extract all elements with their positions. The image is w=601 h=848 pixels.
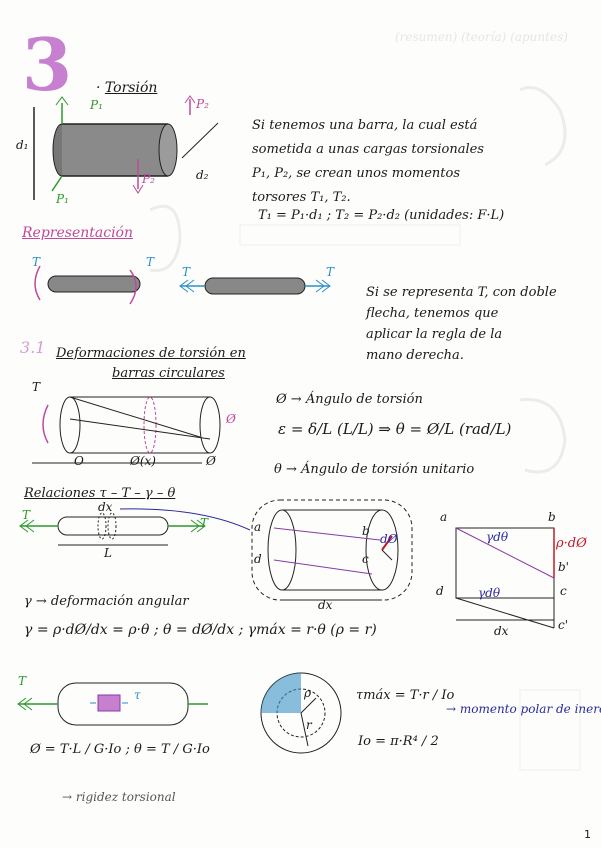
sh-label-c-prime: c' bbox=[558, 618, 569, 632]
torsion-bar-diagram bbox=[33, 95, 219, 200]
sh-label-c: c bbox=[560, 584, 567, 598]
deformation-cylinder bbox=[32, 396, 221, 464]
final-label-tau: τ bbox=[134, 688, 141, 702]
rel-label-l: L bbox=[104, 546, 112, 560]
sh-label-gamma-top: γdθ bbox=[486, 530, 509, 544]
def-label-phi-x: Ø(x) bbox=[130, 454, 156, 468]
sh-label-a: a bbox=[440, 510, 448, 524]
final-label-t: T bbox=[18, 674, 27, 688]
final-label-r: r bbox=[306, 718, 312, 732]
sh-label-dx: dx bbox=[494, 624, 509, 638]
def-label-phi-end: Ø bbox=[226, 412, 236, 426]
gamma-definition: γ → deformación angular bbox=[24, 594, 189, 609]
theta-definition: θ → Ángulo de torsión unitario bbox=[274, 462, 475, 477]
rigidez-note: → rigidez torsional bbox=[62, 790, 176, 804]
representacion-text: Si se representa T, con doble flecha, te… bbox=[366, 285, 557, 363]
relaciones-bar bbox=[19, 508, 251, 546]
faded-header: (resumen) (teoría) (apuntes) bbox=[395, 30, 568, 44]
el-label-d: d bbox=[254, 552, 262, 566]
shear-stress-bar bbox=[17, 682, 208, 726]
tau-max-formula: τmáx = T·r / Io bbox=[356, 688, 455, 703]
epsilon-formula: ε = δ/L (L/L) ⇒ θ = Ø/L (rad/L) bbox=[278, 420, 512, 438]
label-d1: d₁ bbox=[16, 138, 29, 152]
sh-label-b-prime: b' bbox=[558, 560, 569, 574]
def-label-t: T bbox=[32, 380, 41, 394]
momento-note: → momento polar de inercia bbox=[446, 702, 601, 716]
phi-formula: Ø = T·L / G·Io ; θ = T / G·Io bbox=[30, 742, 210, 757]
rep-label-t-dbl-left: T bbox=[182, 265, 191, 279]
io-formula: Io = π·R⁴ / 2 bbox=[358, 734, 439, 749]
label-p1-top: P₁ bbox=[90, 98, 103, 112]
representacion-heading: Representación bbox=[22, 225, 133, 241]
section-title: · Torsión bbox=[96, 80, 158, 96]
el-label-b: b bbox=[362, 524, 370, 538]
rel-label-t-right: T bbox=[200, 516, 209, 530]
representacion-diagram bbox=[34, 265, 331, 305]
el-label-dx: dx bbox=[318, 598, 333, 612]
deformaciones-heading: Deformaciones de torsión en barras circu… bbox=[56, 346, 246, 381]
cross-section bbox=[260, 672, 342, 754]
shear-element bbox=[455, 527, 555, 629]
label-p1-bottom: P₁ bbox=[56, 192, 69, 206]
def-label-o: O bbox=[74, 454, 84, 468]
rel-label-dx-small: dx bbox=[98, 500, 113, 514]
subsection-number: 3.1 bbox=[20, 338, 46, 357]
torque-formula: T₁ = P₁·d₁ ; T₂ = P₂·d₂ (unidades: F·L) bbox=[258, 208, 505, 223]
gamma-formula: γ = ρ·dØ/dx = ρ·θ ; θ = dØ/dx ; γmáx = r… bbox=[24, 622, 377, 638]
intro-text: Si tenemos una barra, la cual está somet… bbox=[252, 118, 484, 205]
rel-label-t-left: T bbox=[22, 508, 31, 522]
rep-label-t-left: T bbox=[32, 255, 41, 269]
final-label-rho: ρ bbox=[304, 686, 312, 700]
rep-label-t-right: T bbox=[146, 255, 155, 269]
element-cylinder bbox=[251, 499, 413, 601]
label-d2: d₂ bbox=[196, 168, 209, 182]
page-number: 1 bbox=[584, 828, 591, 841]
section-number: 3 bbox=[22, 22, 73, 107]
rep-label-t-dbl-right: T bbox=[326, 265, 335, 279]
def-label-phi: Ø bbox=[206, 454, 216, 468]
el-label-dphi: dØ bbox=[380, 532, 398, 546]
sh-label-b: b bbox=[548, 510, 556, 524]
el-label-a: a bbox=[254, 520, 262, 534]
phi-definition: Ø → Ángulo de torsión bbox=[276, 392, 423, 407]
sh-label-rho-dphi: ρ·dØ bbox=[556, 536, 587, 551]
sh-label-d: d bbox=[436, 584, 444, 598]
label-p2-top: P₂ bbox=[196, 97, 209, 111]
el-label-c: c bbox=[362, 552, 369, 566]
label-p2-bottom: P₂ bbox=[142, 172, 155, 186]
relaciones-heading: Relaciones τ – T – γ – θ bbox=[24, 486, 176, 501]
sh-label-gamma-bottom: γdθ bbox=[478, 586, 501, 600]
